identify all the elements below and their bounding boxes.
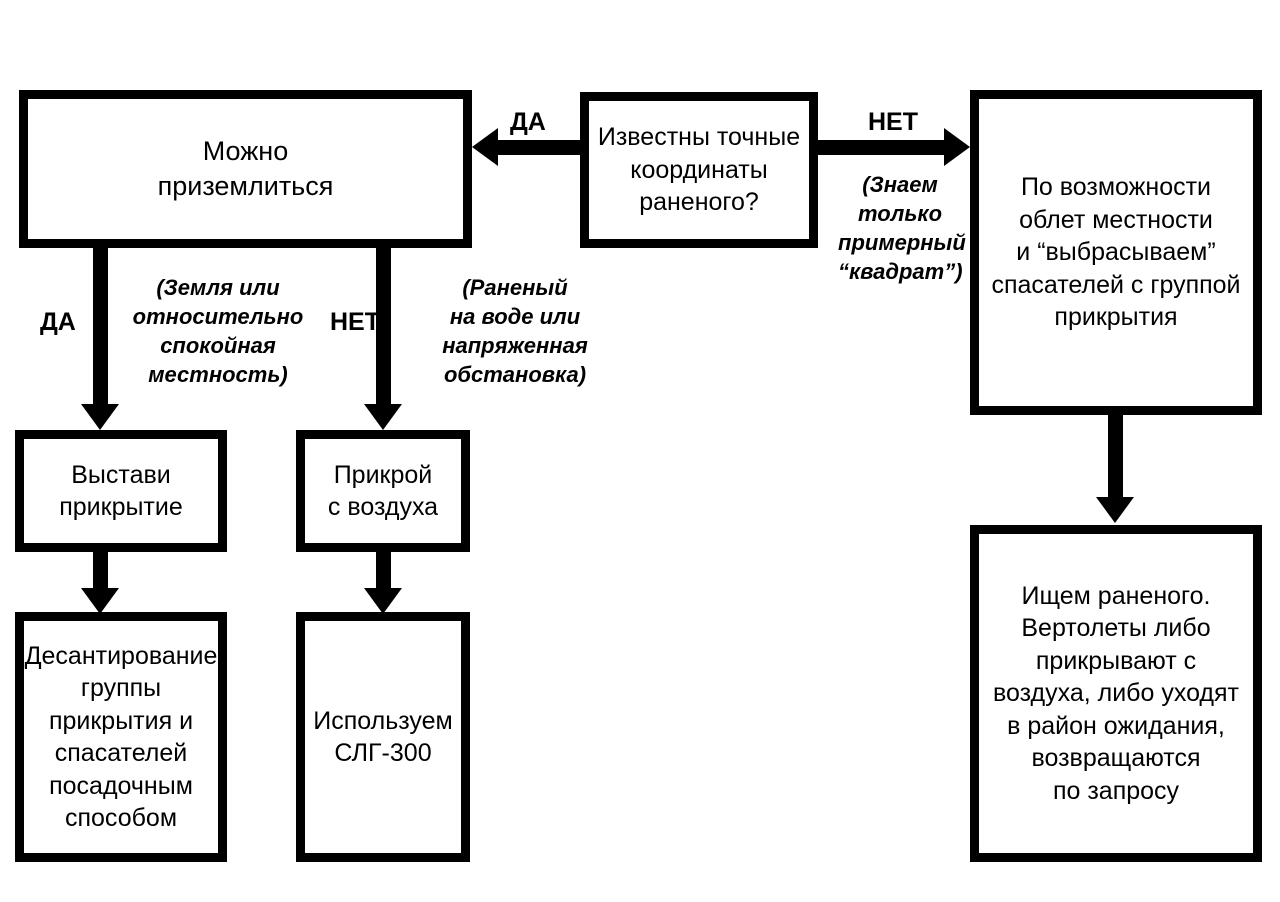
node-searching-wounded-label: Ищем раненого. Вертолеты либо прикрывают…	[992, 581, 1239, 805]
edge-flyover-to-searching-arrowhead	[1096, 497, 1134, 523]
node-can-land-label: Можно приземлиться	[157, 135, 334, 201]
edge-label-land-no: НЕТ	[330, 308, 380, 336]
edge-land-no-arrowhead	[364, 404, 402, 430]
node-use-slg-300-label: Используем СЛГ-300	[313, 706, 453, 768]
node-decision-coordinates-known[interactable]: Известны точные координаты раненого?	[580, 92, 818, 248]
edge-set-cover-to-landing-drop-arrowhead	[81, 588, 119, 614]
edge-land-yes-arrowhead	[81, 404, 119, 430]
edge-cover-air-to-slg-arrowhead	[364, 588, 402, 614]
node-cover-from-air[interactable]: Прикрой с воздуха	[296, 430, 470, 552]
edge-cover-air-to-slg-line	[376, 550, 391, 592]
note-approx-square: (Знаем только примерный “квадрат”)	[838, 172, 966, 285]
node-set-cover-label: Выстави прикрытие	[59, 460, 183, 522]
note-water-tense: (Раненый на воде или напряженная обстано…	[442, 275, 588, 388]
edge-decision-no-line	[816, 140, 944, 155]
edge-land-no-line	[376, 246, 391, 408]
node-landing-drop[interactable]: Десантирование группы прикрытия и спасат…	[15, 612, 227, 862]
node-flyover-label: По возможности облет местности и “выбрас…	[991, 173, 1241, 332]
edge-decision-yes-line	[498, 140, 582, 155]
edge-set-cover-to-landing-drop-line	[93, 550, 108, 592]
node-cover-from-air-label: Прикрой с воздуха	[327, 460, 439, 522]
edge-flyover-to-searching-line	[1108, 413, 1123, 501]
note-ground-calm: (Земля или относительно спокойная местно…	[132, 275, 304, 388]
node-searching-wounded[interactable]: Ищем раненого. Вертолеты либо прикрывают…	[970, 525, 1262, 862]
edge-land-yes-line	[93, 246, 108, 408]
edge-decision-no-arrowhead	[944, 128, 970, 166]
node-flyover-and-drop[interactable]: По возможности облет местности и “выбрас…	[970, 90, 1262, 415]
node-can-land[interactable]: Можно приземлиться	[19, 90, 472, 248]
node-use-slg-300[interactable]: Используем СЛГ-300	[296, 612, 470, 862]
node-set-cover[interactable]: Выстави прикрытие	[15, 430, 227, 552]
edge-label-decision-yes: ДА	[510, 108, 546, 136]
edge-decision-yes-arrowhead	[472, 128, 498, 166]
node-decision-label: Известны точные координаты раненого?	[597, 123, 801, 217]
node-landing-drop-label: Десантирование группы прикрытия и спасат…	[24, 641, 218, 833]
edge-label-land-yes: ДА	[40, 308, 76, 336]
edge-label-decision-no: НЕТ	[868, 108, 918, 136]
